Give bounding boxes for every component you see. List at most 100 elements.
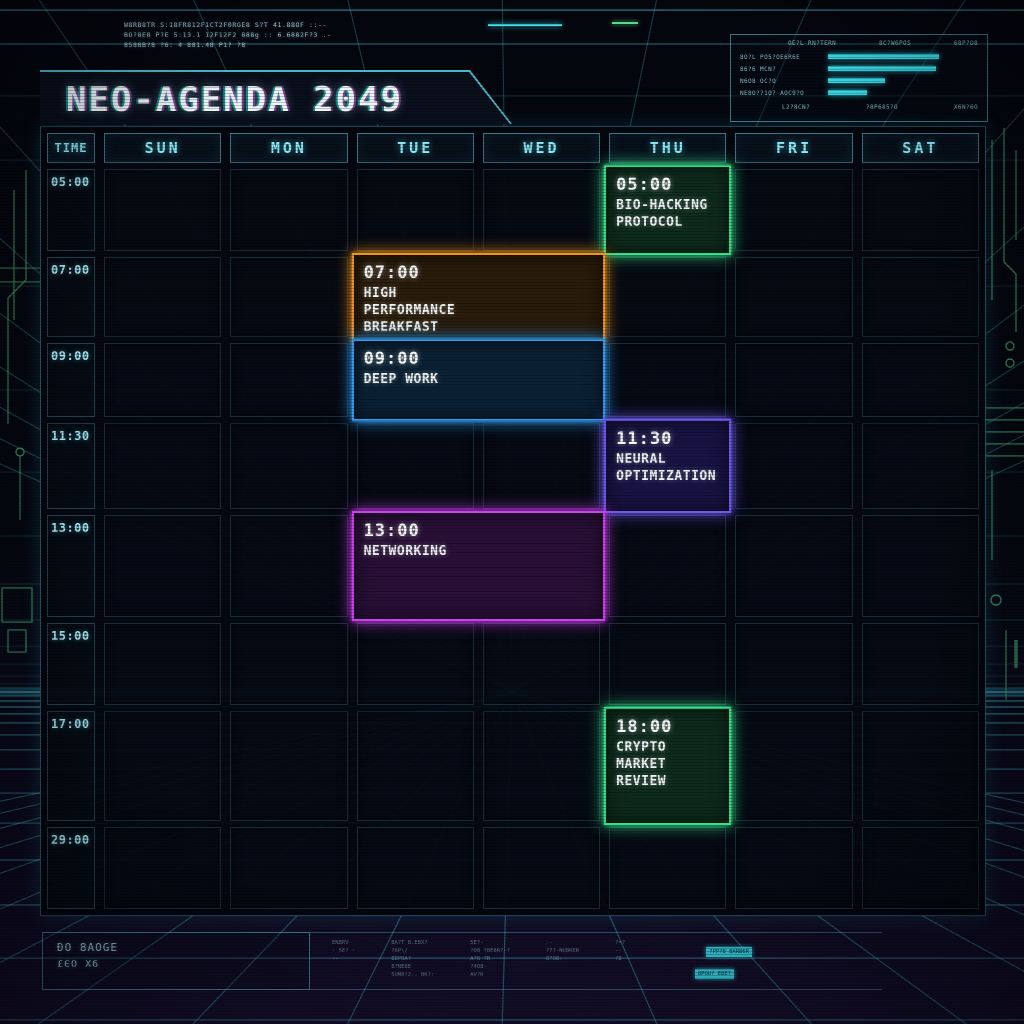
column-header-tue[interactable]: TUE bbox=[356, 133, 474, 163]
time-label: 15:00 bbox=[47, 623, 95, 705]
time-label: 05:00 bbox=[47, 169, 95, 251]
day-cell[interactable] bbox=[861, 623, 979, 705]
hud-bar bbox=[828, 90, 867, 95]
day-cell[interactable] bbox=[482, 169, 601, 251]
calendar-panel: TIME SUN MON TUE WED THU FRI SAT 05:00 0… bbox=[40, 126, 986, 916]
event-deep-work[interactable]: 09:00 DEEP WORK bbox=[351, 339, 606, 421]
hud-bar-label: NE8O??1O? AOC9?O bbox=[740, 89, 805, 97]
day-cell[interactable] bbox=[230, 257, 348, 337]
day-cell[interactable] bbox=[735, 827, 853, 909]
day-cell[interactable] bbox=[356, 169, 474, 251]
hud-bar bbox=[828, 78, 885, 83]
column-header-wed[interactable]: WED bbox=[482, 133, 601, 163]
column-header-sat[interactable]: SAT bbox=[861, 133, 979, 163]
day-cell[interactable] bbox=[735, 257, 853, 337]
day-cell[interactable] bbox=[104, 169, 222, 251]
day-cell[interactable] bbox=[356, 423, 474, 509]
hud-footer-label: ?8P685?O bbox=[865, 104, 899, 111]
event-title: NETWORKING bbox=[363, 544, 447, 559]
hud-bar-row: N6O8 OC?O bbox=[740, 75, 978, 87]
hud-bar-row: NE8O??1O? AOC9?O bbox=[740, 87, 978, 99]
hud-bar-row: 86?6 MCN? bbox=[740, 63, 978, 75]
event-time: 18:00 bbox=[616, 717, 673, 737]
time-label: 09:00 bbox=[47, 343, 95, 417]
day-cell[interactable] bbox=[861, 423, 979, 509]
day-cell[interactable] bbox=[861, 257, 979, 337]
event-bio-hacking-protocol[interactable]: 05:00 BIO-HACKING PROTOCOL bbox=[604, 165, 732, 255]
hud-header-label: 68P?O8 bbox=[953, 40, 978, 47]
glitch-text-topleft: W8RB8TR S:18FR812F1CT2F0RGE8 S?T 41.88OF… bbox=[124, 20, 484, 50]
day-cell[interactable] bbox=[735, 711, 853, 821]
day-cell[interactable] bbox=[861, 515, 979, 617]
day-cell[interactable] bbox=[230, 711, 348, 821]
hud-bar bbox=[828, 66, 936, 71]
day-cell[interactable] bbox=[104, 343, 222, 417]
day-cell[interactable] bbox=[609, 827, 727, 909]
hud-panel-bottom-left: ĐO 8AOGE £ЄO X6 bbox=[42, 932, 310, 990]
day-cell[interactable] bbox=[230, 423, 348, 509]
hud-strip-column: 8A?T 8.E8X? ?6P\/ 8EPUA? 8?NE8E 5UN8?2..… bbox=[391, 940, 435, 978]
day-cell[interactable] bbox=[230, 623, 348, 705]
event-high-performance-breakfast[interactable]: 07:00 HIGH PERFORMANCE BREAKFAST bbox=[351, 253, 606, 341]
day-cell[interactable] bbox=[230, 515, 348, 617]
column-header-fri[interactable]: FRI bbox=[735, 133, 853, 163]
hud-bar-track bbox=[828, 90, 978, 96]
day-cell[interactable] bbox=[356, 711, 474, 821]
event-neural-optimization[interactable]: 11:30 NEURAL OPTIMIZATION bbox=[604, 419, 732, 513]
hud-panel-top-right: OE?L RN?TERN 8C?W6POS 68P?O8 8O?L PO5?OE… bbox=[730, 34, 988, 122]
event-title: BIO-HACKING PROTOCOL bbox=[616, 198, 708, 230]
hud-header-row: OE?L RN?TERN 8C?W6POS 68P?O8 bbox=[788, 40, 978, 47]
hud-strip-column: 5E?- ?O8 ?8E8R?-? A?6 ?R ?4O8- AV?R bbox=[470, 940, 510, 978]
day-cell[interactable] bbox=[735, 623, 853, 705]
calendar-grid: TIME SUN MON TUE WED THU FRI SAT 05:00 0… bbox=[47, 133, 979, 909]
day-cell[interactable] bbox=[609, 257, 727, 337]
day-cell[interactable] bbox=[230, 827, 348, 909]
hud-footer-row: L2?8CN? ?8P685?O X6N?6O bbox=[782, 104, 978, 111]
day-cell[interactable] bbox=[356, 623, 474, 705]
day-cell[interactable] bbox=[356, 827, 474, 909]
day-cell[interactable] bbox=[609, 515, 727, 617]
hud-bl-line: ĐO 8AOGE bbox=[57, 941, 118, 954]
event-time: 13:00 bbox=[363, 521, 420, 541]
day-cell[interactable] bbox=[482, 827, 601, 909]
day-cell[interactable] bbox=[861, 827, 979, 909]
day-cell[interactable] bbox=[104, 623, 222, 705]
day-cell[interactable] bbox=[104, 827, 222, 909]
day-cell[interactable] bbox=[735, 343, 853, 417]
day-cell[interactable] bbox=[482, 711, 601, 821]
day-cell[interactable] bbox=[861, 711, 979, 821]
event-time: 09:00 bbox=[363, 349, 420, 369]
day-cell[interactable] bbox=[735, 169, 853, 251]
event-time: 11:30 bbox=[616, 429, 673, 449]
app-title-bar: NEO-AGENDA 2049 bbox=[40, 70, 512, 124]
day-cell[interactable] bbox=[861, 343, 979, 417]
glitch-line: BO?8E8 P?E 5:13.1 12F12F2 888g :: 6.6882… bbox=[124, 31, 332, 39]
column-header-thu[interactable]: THU bbox=[609, 133, 727, 163]
day-cell[interactable] bbox=[735, 515, 853, 617]
event-title: HIGH PERFORMANCE BREAKFAST bbox=[363, 286, 456, 335]
day-cell[interactable] bbox=[482, 423, 601, 509]
day-cell[interactable] bbox=[230, 169, 348, 251]
day-cell[interactable] bbox=[104, 515, 222, 617]
hud-strip-column: ?=? -- ?8 bbox=[615, 940, 626, 962]
day-cell[interactable] bbox=[735, 423, 853, 509]
day-cell[interactable] bbox=[230, 343, 348, 417]
hud-chip: 8POU? E8E? bbox=[694, 969, 734, 979]
event-title: NEURAL OPTIMIZATION bbox=[616, 452, 717, 484]
event-crypto-market-review[interactable]: 18:00 CRYPTO MARKET REVIEW bbox=[604, 707, 732, 825]
event-networking[interactable]: 13:00 NETWORKING bbox=[351, 511, 606, 621]
day-cell[interactable] bbox=[104, 423, 222, 509]
day-cell[interactable] bbox=[861, 169, 979, 251]
event-title: DEEP WORK bbox=[363, 372, 439, 387]
time-label: 29:00 bbox=[47, 827, 95, 909]
day-cell[interactable] bbox=[609, 623, 727, 705]
hud-bar-track bbox=[828, 54, 978, 60]
day-cell[interactable] bbox=[609, 343, 727, 417]
column-header-sun[interactable]: SUN bbox=[104, 133, 222, 163]
page-title: NEO-AGENDA 2049 bbox=[66, 80, 404, 120]
column-header-mon[interactable]: MON bbox=[230, 133, 348, 163]
day-cell[interactable] bbox=[104, 257, 222, 337]
day-cell[interactable] bbox=[482, 623, 601, 705]
day-cell[interactable] bbox=[104, 711, 222, 821]
